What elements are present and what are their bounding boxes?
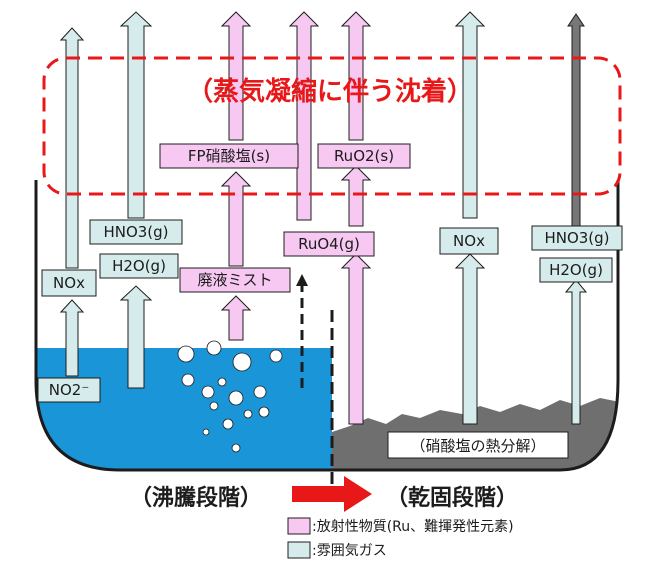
bubbles (177, 340, 283, 453)
arrow-ruo4-top (288, 11, 320, 221)
label-hno3-right: HNO3(g) (544, 229, 609, 247)
arrow-nox-left (59, 27, 85, 269)
arrow-liquid-to-mist (220, 295, 252, 341)
arrow-mist-to-fp (220, 171, 252, 267)
label-nox-right: NOx (453, 232, 485, 250)
drying-stage-label: （乾固段階） (386, 485, 518, 511)
label-ruo4: RuO4(g) (298, 235, 360, 253)
arrow-liquid-to-h2o (119, 285, 153, 389)
label-h2o-right: H2O(g) (549, 261, 603, 279)
ruo4-dashed-arrow (296, 274, 308, 388)
arrow-no2-to-nox (59, 299, 85, 377)
decomposition-label: （硝酸塩の熱分解） (410, 437, 545, 455)
vessel-outline (34, 180, 620, 472)
arrow-residue-to-ruo4 (340, 253, 372, 425)
arrow-fp-top (220, 11, 252, 141)
arrow-residue-to-h2o (564, 279, 588, 425)
arrow-nox-right (454, 11, 486, 219)
condensation-box (42, 56, 622, 196)
arrow-residue-to-nox (454, 253, 486, 425)
label-h2o-left: H2O(g) (112, 257, 166, 275)
label-waste-mist: 廃液ミスト (197, 271, 272, 289)
condensation-label: （蒸気凝縮に伴う沈着） (187, 76, 473, 107)
boiling-liquid (36, 348, 332, 470)
species-labels: FP硝酸塩(s) RuO2(s) HNO3(g) H2O(g) NOx NO2⁻… (37, 143, 623, 403)
arrow-hno3-left (119, 11, 153, 219)
label-fp-nitrate: FP硝酸塩(s) (188, 147, 270, 165)
label-no2-ion: NO2⁻ (49, 381, 90, 399)
stage-transition-arrow (292, 476, 372, 512)
arrow-ruo2-top (340, 11, 372, 141)
label-nox-left: NOx (53, 274, 85, 292)
legend: :放射性物質(Ru、難揮発性元素) :雰囲気ガス (287, 517, 514, 559)
legend-label-radioactive: :放射性物質(Ru、難揮発性元素) (312, 519, 514, 535)
label-hno3-left: HNO3(g) (103, 223, 168, 241)
arrow-ruo4-to-ruo2 (340, 165, 372, 227)
legend-swatch-atmosphere (287, 541, 311, 559)
legend-swatch-radioactive (287, 517, 311, 535)
boiling-stage-label: （沸騰段階） (130, 485, 262, 511)
legend-label-atmosphere: :雰囲気ガス (312, 543, 387, 559)
label-ruo2: RuO2(s) (334, 147, 394, 165)
decomposition-label-bg (387, 431, 569, 459)
